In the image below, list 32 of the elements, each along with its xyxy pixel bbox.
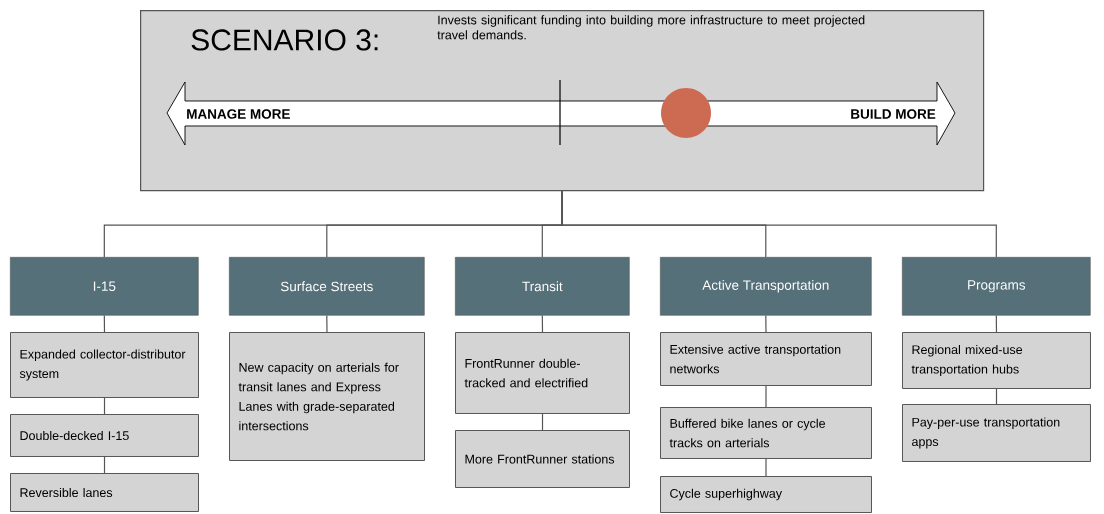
connector-line xyxy=(541,413,544,431)
connector-line xyxy=(995,315,998,333)
scale-label: BUILD MORE xyxy=(851,109,936,119)
connector-line xyxy=(103,456,106,474)
connector-line xyxy=(561,190,997,258)
connector-line xyxy=(326,315,328,333)
item-box: Regional mixed-use transportation hubs xyxy=(902,332,1091,389)
scenario-description: Invests significant funding into building more infrastructure to meet projected travel demands. xyxy=(437,15,865,40)
item-box: Expanded collector-distributor system xyxy=(10,332,199,398)
scenario-title: SCENARIO 3: xyxy=(191,29,378,51)
category-header: Transit xyxy=(455,257,630,316)
category-header: Programs xyxy=(902,257,1091,316)
connector-line xyxy=(765,315,767,333)
item-box: Reversible lanes xyxy=(10,473,199,512)
category-header: Active Transportation xyxy=(660,257,872,316)
connector-line xyxy=(765,385,767,408)
item-box: More FrontRunner stations xyxy=(455,430,630,488)
connector-line xyxy=(541,315,544,333)
scale-label: MANAGE MORE xyxy=(187,109,290,119)
item-box: Buffered bike lanes or cycle tracks on arterials xyxy=(660,407,872,459)
item-box: Pay-per-use transportation apps xyxy=(902,404,1091,462)
connector-line xyxy=(103,315,106,333)
item-box: Extensive active transportation networks xyxy=(660,332,872,386)
item-box: Double-decked I-15 xyxy=(10,414,199,457)
connector-line xyxy=(765,458,767,477)
category-header: Surface Streets xyxy=(229,257,425,316)
category-header: I-15 xyxy=(10,257,199,316)
connector-line xyxy=(103,397,106,415)
item-box: New capacity on arterials for transit lanes and Express Lanes with grade-separated intersections xyxy=(229,332,425,461)
connector-line xyxy=(995,388,998,405)
item-box: Cycle superhighway xyxy=(660,476,872,513)
item-box: FrontRunner double-tracked and electrified xyxy=(455,332,630,414)
